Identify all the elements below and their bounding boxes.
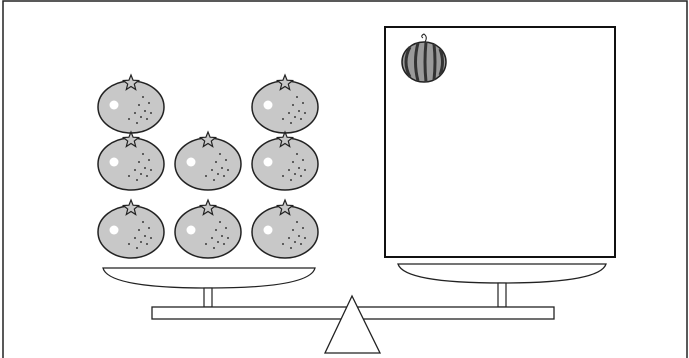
orange-icon — [97, 198, 165, 259]
triangle-icon — [323, 294, 382, 354]
orange-icon — [174, 130, 242, 191]
orange-icon — [97, 130, 165, 191]
left-pan — [102, 267, 316, 289]
left-pan-oranges — [97, 73, 319, 259]
right-pan — [397, 263, 607, 284]
watermelon-icon — [401, 33, 447, 83]
right-pan-post — [497, 282, 507, 308]
orange-icon — [251, 198, 319, 259]
left-pan-post — [203, 287, 213, 308]
orange-icon — [97, 73, 165, 134]
orange-icon — [251, 73, 319, 134]
orange-icon — [251, 130, 319, 191]
orange-icon — [174, 198, 242, 259]
